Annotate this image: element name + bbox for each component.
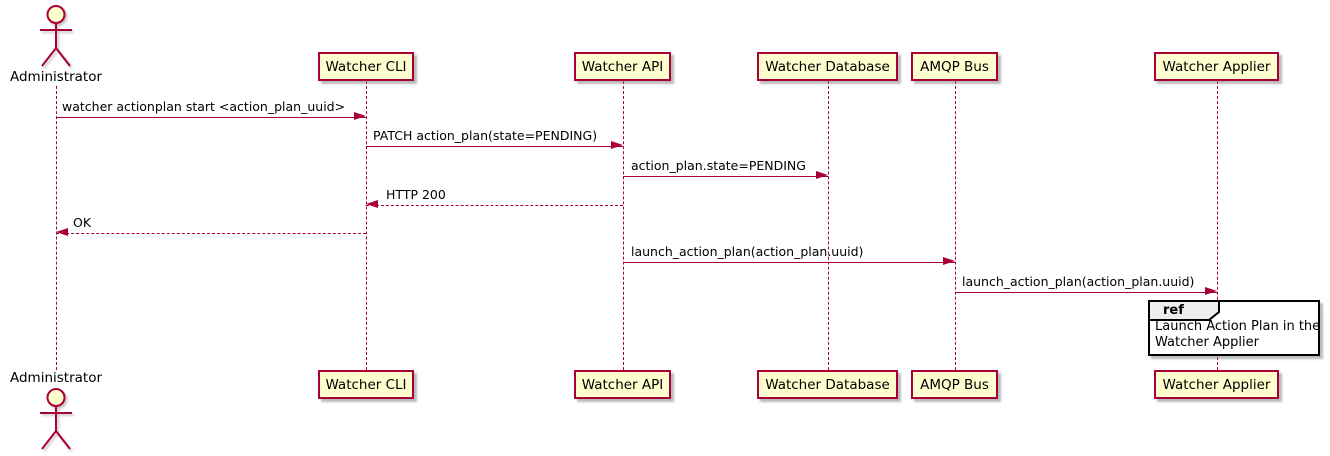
lifeline-watcher-cli: [365, 81, 367, 370]
ref-fragment: ref Launch Action Plan in the Watcher Ap…: [1148, 300, 1320, 356]
participant-watcher-cli-top: Watcher CLI: [318, 52, 414, 81]
lifeline-watcher-applier: [1216, 81, 1218, 370]
lifeline-amqp-bus: [954, 81, 956, 370]
message-line: [56, 117, 366, 118]
message-label: watcher actionplan start <action_plan_uu…: [62, 99, 346, 114]
arrowhead: [1205, 287, 1217, 295]
message-line: [623, 262, 955, 263]
message-line: [366, 146, 623, 147]
message-line: [623, 176, 828, 177]
lifeline-watcher-api: [622, 81, 624, 370]
arrowhead: [366, 200, 378, 208]
arrowhead: [816, 171, 828, 179]
participant-watcher-applier-bottom: Watcher Applier: [1154, 370, 1279, 399]
message-line: [366, 205, 623, 206]
participant-label: Watcher API: [581, 376, 664, 393]
participant-label: Watcher API: [581, 58, 664, 75]
participant-watcher-applier-top: Watcher Applier: [1154, 52, 1279, 81]
message-label: action_plan.state=PENDING: [631, 158, 806, 173]
participant-watcher-database-bottom: Watcher Database: [757, 370, 898, 399]
actor-icon: [40, 388, 72, 450]
participant-watcher-api-top: Watcher API: [574, 52, 671, 81]
arrowhead: [943, 257, 955, 265]
participant-watcher-cli-bottom: Watcher CLI: [318, 370, 414, 399]
participant-label: Watcher Database: [765, 376, 890, 393]
arrowhead: [56, 228, 68, 236]
participant-label: Watcher CLI: [325, 376, 407, 393]
ref-text: Launch Action Plan in the Watcher Applie…: [1155, 319, 1320, 351]
participant-watcher-api-bottom: Watcher API: [574, 370, 671, 399]
participant-amqp-bus-top: AMQP Bus: [911, 52, 998, 81]
arrowhead: [611, 141, 623, 149]
message-label: PATCH action_plan(state=PENDING): [373, 128, 598, 143]
participant-label: Watcher Applier: [1162, 58, 1271, 75]
participant-label: Watcher CLI: [325, 58, 407, 75]
lifeline-watcher-database: [827, 81, 829, 370]
participant-label: Watcher Database: [765, 58, 890, 75]
participant-amqp-bus-bottom: AMQP Bus: [911, 370, 998, 399]
message-label: launch_action_plan(action_plan.uuid): [631, 244, 864, 259]
ref-text-line1: Launch Action Plan in the: [1155, 319, 1321, 334]
ref-header-shape: [1148, 300, 1220, 321]
participant-watcher-database-top: Watcher Database: [757, 52, 898, 81]
message-line: [56, 233, 366, 234]
participant-label: AMQP Bus: [920, 58, 989, 75]
actor-label-bottom: Administrator: [9, 370, 103, 386]
arrowhead: [354, 112, 366, 120]
ref-text-line2: Watcher Applier: [1155, 335, 1259, 350]
participant-label: AMQP Bus: [920, 376, 989, 393]
actor-icon: [40, 5, 72, 67]
message-line: [955, 292, 1217, 293]
ref-keyword: ref: [1163, 303, 1184, 318]
message-label: HTTP 200: [386, 187, 446, 202]
actor-label-top: Administrator: [9, 69, 103, 85]
message-label: OK: [73, 215, 92, 230]
message-label: launch_action_plan(action_plan.uuid): [962, 274, 1195, 289]
participant-label: Watcher Applier: [1162, 376, 1271, 393]
